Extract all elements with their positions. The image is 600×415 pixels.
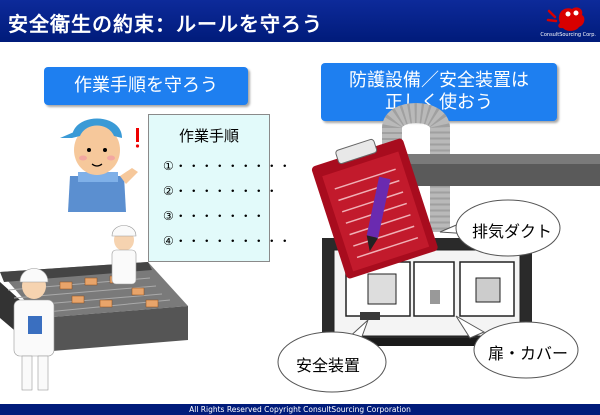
callout-exhaust-duct: [439, 199, 561, 257]
copyright-text: All Rights Reserved Copyright ConsultSou…: [189, 405, 411, 414]
procedure-box: 作業手順 ①・・・・・・・・・ ②・・・・・・・・ ③・・・・・・・ ④・・・・…: [148, 114, 291, 262]
worker-pointing-icon: [60, 118, 140, 212]
worker-clipboard-icon: [13, 268, 55, 391]
logo-text: ConsultSourcing Corp.: [540, 32, 596, 38]
door-cover-label: 扉・カバー: [488, 344, 569, 363]
use-safety-equipment-label: 防護設備／安全装置は 正しく使おう: [321, 63, 557, 121]
title-bar: [0, 0, 600, 42]
follow-procedure-label: 作業手順を守ろう: [44, 67, 248, 105]
company-logo-icon: [546, 7, 585, 31]
footer-bar: [0, 404, 600, 415]
exhaust-duct-label: 排気ダクト: [472, 222, 553, 241]
worker-back-icon: [111, 225, 137, 285]
procedure-step: ③・・・・・・・: [163, 209, 266, 223]
clipboard-pen-icon: [311, 138, 438, 279]
callout-door-cover: [455, 315, 579, 379]
slide-title: 安全衛生の約束：ルールを守ろう: [8, 12, 323, 36]
procedure-step: ④・・・・・・・・・: [163, 234, 292, 248]
safety-device-label: 安全装置: [296, 356, 361, 375]
procedure-step: ②・・・・・・・・: [163, 184, 279, 198]
callout-safety-device: [277, 319, 387, 393]
procedure-step: ①・・・・・・・・・: [163, 159, 292, 173]
procedure-title: 作業手順: [178, 127, 239, 145]
